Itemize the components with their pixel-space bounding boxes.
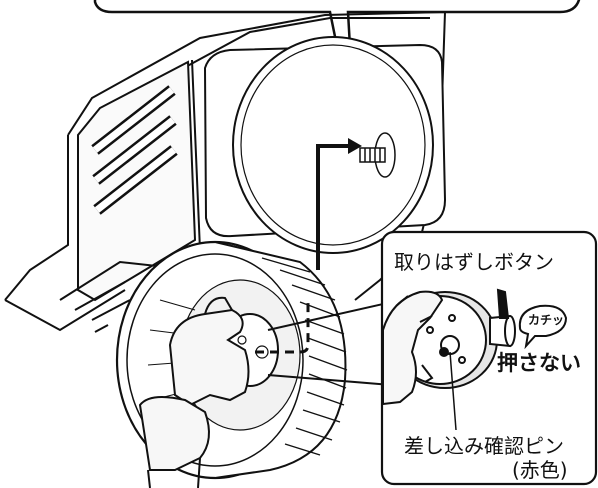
- pin-leader-line: [449, 351, 457, 431]
- insert-pin-color-label: (赤色): [512, 458, 568, 482]
- unit-housing: [4, 10, 447, 333]
- pointer-arrow-icon: [316, 138, 362, 270]
- gloved-hand-upper: [168, 296, 250, 407]
- click-burst-icon: [518, 304, 568, 350]
- insert-pin-label: 差し込み確認ピン: [404, 434, 564, 458]
- motor-shaft: [359, 132, 396, 178]
- release-button-label: 取りはずしボタン: [394, 250, 554, 274]
- detail-gloved-hand: [382, 290, 444, 406]
- do-not-press-label: 押さない: [497, 351, 581, 375]
- click-sound-label: カチッ: [528, 313, 565, 327]
- gloved-hand-lower: [138, 395, 210, 488]
- zoom-leader-lines: [267, 301, 393, 386]
